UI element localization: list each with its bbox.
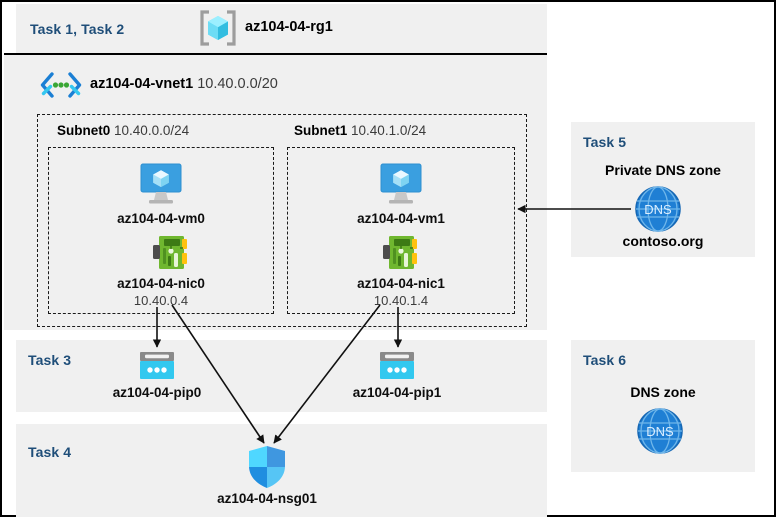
nsg-label: az104-04-nsg01 — [217, 491, 317, 506]
resource-group-body-panel — [4, 53, 547, 330]
resource-group-header-panel — [16, 4, 547, 53]
vm0-label: az104-04-vm0 — [117, 211, 205, 226]
vm1-label: az104-04-vm1 — [357, 211, 445, 226]
resource-group-icon — [200, 10, 236, 46]
task3-label: Task 3 — [28, 352, 72, 368]
subnet0-cidr: 10.40.0.0/24 — [114, 123, 190, 138]
task6-label: Task 6 — [583, 352, 627, 368]
private-dns-zone-name: contoso.org — [622, 233, 704, 249]
network-interface-icon — [153, 236, 187, 269]
nic0-label: az104-04-nic0 — [117, 276, 205, 291]
virtual-machine-icon — [380, 163, 422, 204]
subnet1-title: Subnet1 10.40.1.0/24 — [294, 123, 427, 138]
nic1-label: az104-04-nic1 — [357, 276, 445, 291]
svg-text:DNS: DNS — [644, 202, 672, 217]
network-interface-icon — [383, 236, 417, 269]
subnet0-title: Subnet0 10.40.0.0/24 — [57, 123, 190, 138]
svg-text:DNS: DNS — [646, 424, 674, 439]
vnet-cidr: 10.40.0.0/20 — [197, 76, 278, 92]
vnet-title: az104-04-vnet1 10.40.0.0/20 — [90, 76, 278, 92]
pip1-label: az104-04-pip1 — [352, 385, 442, 400]
nic0-ip: 10.40.0.4 — [133, 293, 189, 308]
subnet1-boundary — [287, 147, 515, 314]
subnet1-cidr: 10.40.1.0/24 — [351, 123, 427, 138]
subnet0-boundary — [48, 147, 274, 314]
public-ip-address-icon — [380, 352, 414, 379]
virtual-machine-icon — [140, 163, 182, 204]
public-ip-address-icon — [140, 352, 174, 379]
dns-zone-icon: DNS — [637, 408, 683, 454]
virtual-network-icon — [40, 72, 82, 98]
dns-zone-title: DNS zone — [630, 384, 696, 400]
task1-task2-label: Task 1, Task 2 — [30, 21, 125, 37]
task4-label: Task 4 — [28, 444, 72, 460]
task5-label: Task 5 — [583, 134, 627, 150]
resource-group-name: az104-04-rg1 — [245, 19, 333, 35]
dns-zone-icon: DNS — [635, 186, 681, 232]
pip0-label: az104-04-pip0 — [112, 385, 202, 400]
network-security-group-icon — [249, 446, 285, 488]
task3-panel — [16, 340, 547, 412]
private-dns-zone-title: Private DNS zone — [605, 162, 721, 178]
nic1-ip: 10.40.1.4 — [373, 293, 429, 308]
